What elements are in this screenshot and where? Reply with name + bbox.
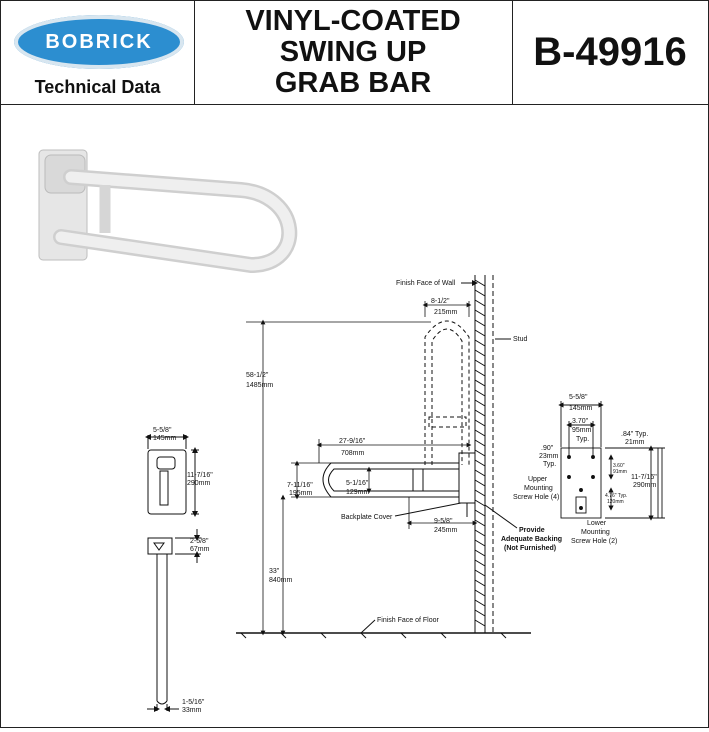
dim-r-height-mm: 290mm — [633, 482, 657, 489]
dim-plate-height-mm: 290mm — [187, 480, 211, 487]
label-upper-hole-3: Screw Hole (4) — [513, 494, 559, 501]
dim-plate-width-mm: 145mm — [153, 435, 177, 442]
main-dimensions — [246, 301, 478, 636]
drawing-svg: 5-5/8" 145mm 11-7/16" 290mm 2-5/8" — [38, 149, 665, 714]
bobrick-logo: BOBRICK — [14, 15, 184, 69]
dim-r-small1-in: 3.60" — [613, 463, 625, 469]
technical-data-label: Technical Data — [34, 77, 161, 97]
model-number: B-49916 — [533, 30, 687, 74]
dim-height-side-mm: 195mm — [289, 490, 313, 497]
dim-floor-height-in: 33" — [269, 568, 280, 575]
dim-r-width-mm: 145mm — [569, 405, 593, 412]
label-adequate-backing: Adequate Backing — [501, 536, 562, 543]
grab-bar-tube — [55, 171, 295, 271]
label-not-furnished: (Not Furnished) — [504, 545, 556, 552]
dim-top-width-in: 8-1/2" — [431, 298, 450, 305]
label-finish-face-wall: Finish Face of Wall — [396, 280, 456, 287]
dim-length-mm: 708mm — [341, 450, 365, 457]
dim-inner-height-in: 5-1/16" — [346, 480, 369, 487]
bar-up-position — [424, 320, 470, 465]
label-lower-hole-1: Lower — [587, 520, 607, 527]
label-provide: Provide — [519, 527, 545, 534]
dim-r-small2-in: 4.76" Typ. — [605, 493, 627, 499]
dim-height-side-in: 7-11/16" — [287, 482, 313, 489]
dim-inner-height-mm: 129mm — [346, 489, 370, 496]
dim-top-proj-in: 2-5/8" — [190, 538, 209, 545]
title-line-3: GRAB BAR — [274, 67, 432, 99]
dim-floor-height-mm: 840mm — [269, 577, 293, 584]
dim-r-height-in: 11-7/16" — [631, 474, 657, 481]
dim-projection-mm: 245mm — [434, 527, 458, 534]
title-line-2: SWING UP — [279, 36, 427, 68]
dim-r-spacing-typ: Typ. — [576, 436, 589, 443]
dim-r-depth-mm: 21mm — [625, 439, 645, 446]
mounting-plate-detail — [558, 401, 665, 521]
label-backplate-cover: Backplate Cover — [341, 514, 393, 521]
leader-backing — [484, 504, 518, 529]
dim-r-edge-mm: 23mm — [539, 453, 559, 460]
dim-top-width-mm: 215mm — [434, 309, 458, 316]
label-finish-face-floor: Finish Face of Floor — [377, 617, 440, 624]
label-lower-hole-3: Screw Hole (2) — [571, 538, 617, 545]
dim-top-proj-mm: 67mm — [190, 546, 210, 553]
dim-plate-height-in: 11-7/16" — [187, 472, 213, 479]
product-photo — [38, 149, 298, 274]
label-upper-hole-2: Mounting — [524, 485, 553, 492]
dim-tube-dia-in: 1-5/16" — [182, 699, 205, 706]
dim-r-depth-in: .84" Typ. — [621, 431, 648, 438]
dim-r-small1-mm: 91mm — [613, 469, 627, 475]
dim-r-spacing-in: 3.70" — [572, 418, 589, 425]
dim-plate-width-in: 5-5/8" — [153, 427, 172, 434]
title-cell: VINYL-COATED SWING UP GRAB BAR — [194, 1, 513, 104]
dim-r-width-in: 5-5/8" — [569, 394, 588, 401]
dim-projection-in: 9-5/8" — [434, 518, 453, 525]
dim-tube-dia-mm: 33mm — [182, 707, 202, 714]
dim-height-total-mm: 1485mm — [246, 382, 273, 389]
dim-height-total-in: 58-1/2" — [246, 372, 269, 379]
title-line-1: VINYL-COATED — [245, 5, 461, 37]
dim-r-edge-in: .90" — [541, 445, 554, 452]
technical-drawing: 5-5/8" 145mm 11-7/16" 290mm 2-5/8" — [1, 105, 708, 727]
dim-length-in: 27-9/16" — [339, 438, 366, 445]
header: BOBRICK Technical Data VINYL-COATED SWIN… — [1, 1, 708, 105]
brand-name: BOBRICK — [45, 30, 153, 53]
dim-r-edge-typ: Typ. — [543, 461, 556, 468]
logo-cell: BOBRICK Technical Data — [1, 1, 195, 104]
plate-front-view — [145, 434, 199, 517]
dim-r-small2-mm: 120mm — [607, 499, 624, 505]
side-view — [147, 529, 201, 712]
model-cell: B-49916 — [512, 1, 708, 104]
label-stud: Stud — [513, 336, 528, 343]
label-upper-hole-1: Upper — [528, 476, 548, 483]
label-lower-hole-2: Mounting — [581, 529, 610, 536]
dim-r-spacing-mm: 95mm — [572, 427, 592, 434]
leader-floor — [360, 619, 376, 634]
leader-backplate — [394, 502, 462, 517]
